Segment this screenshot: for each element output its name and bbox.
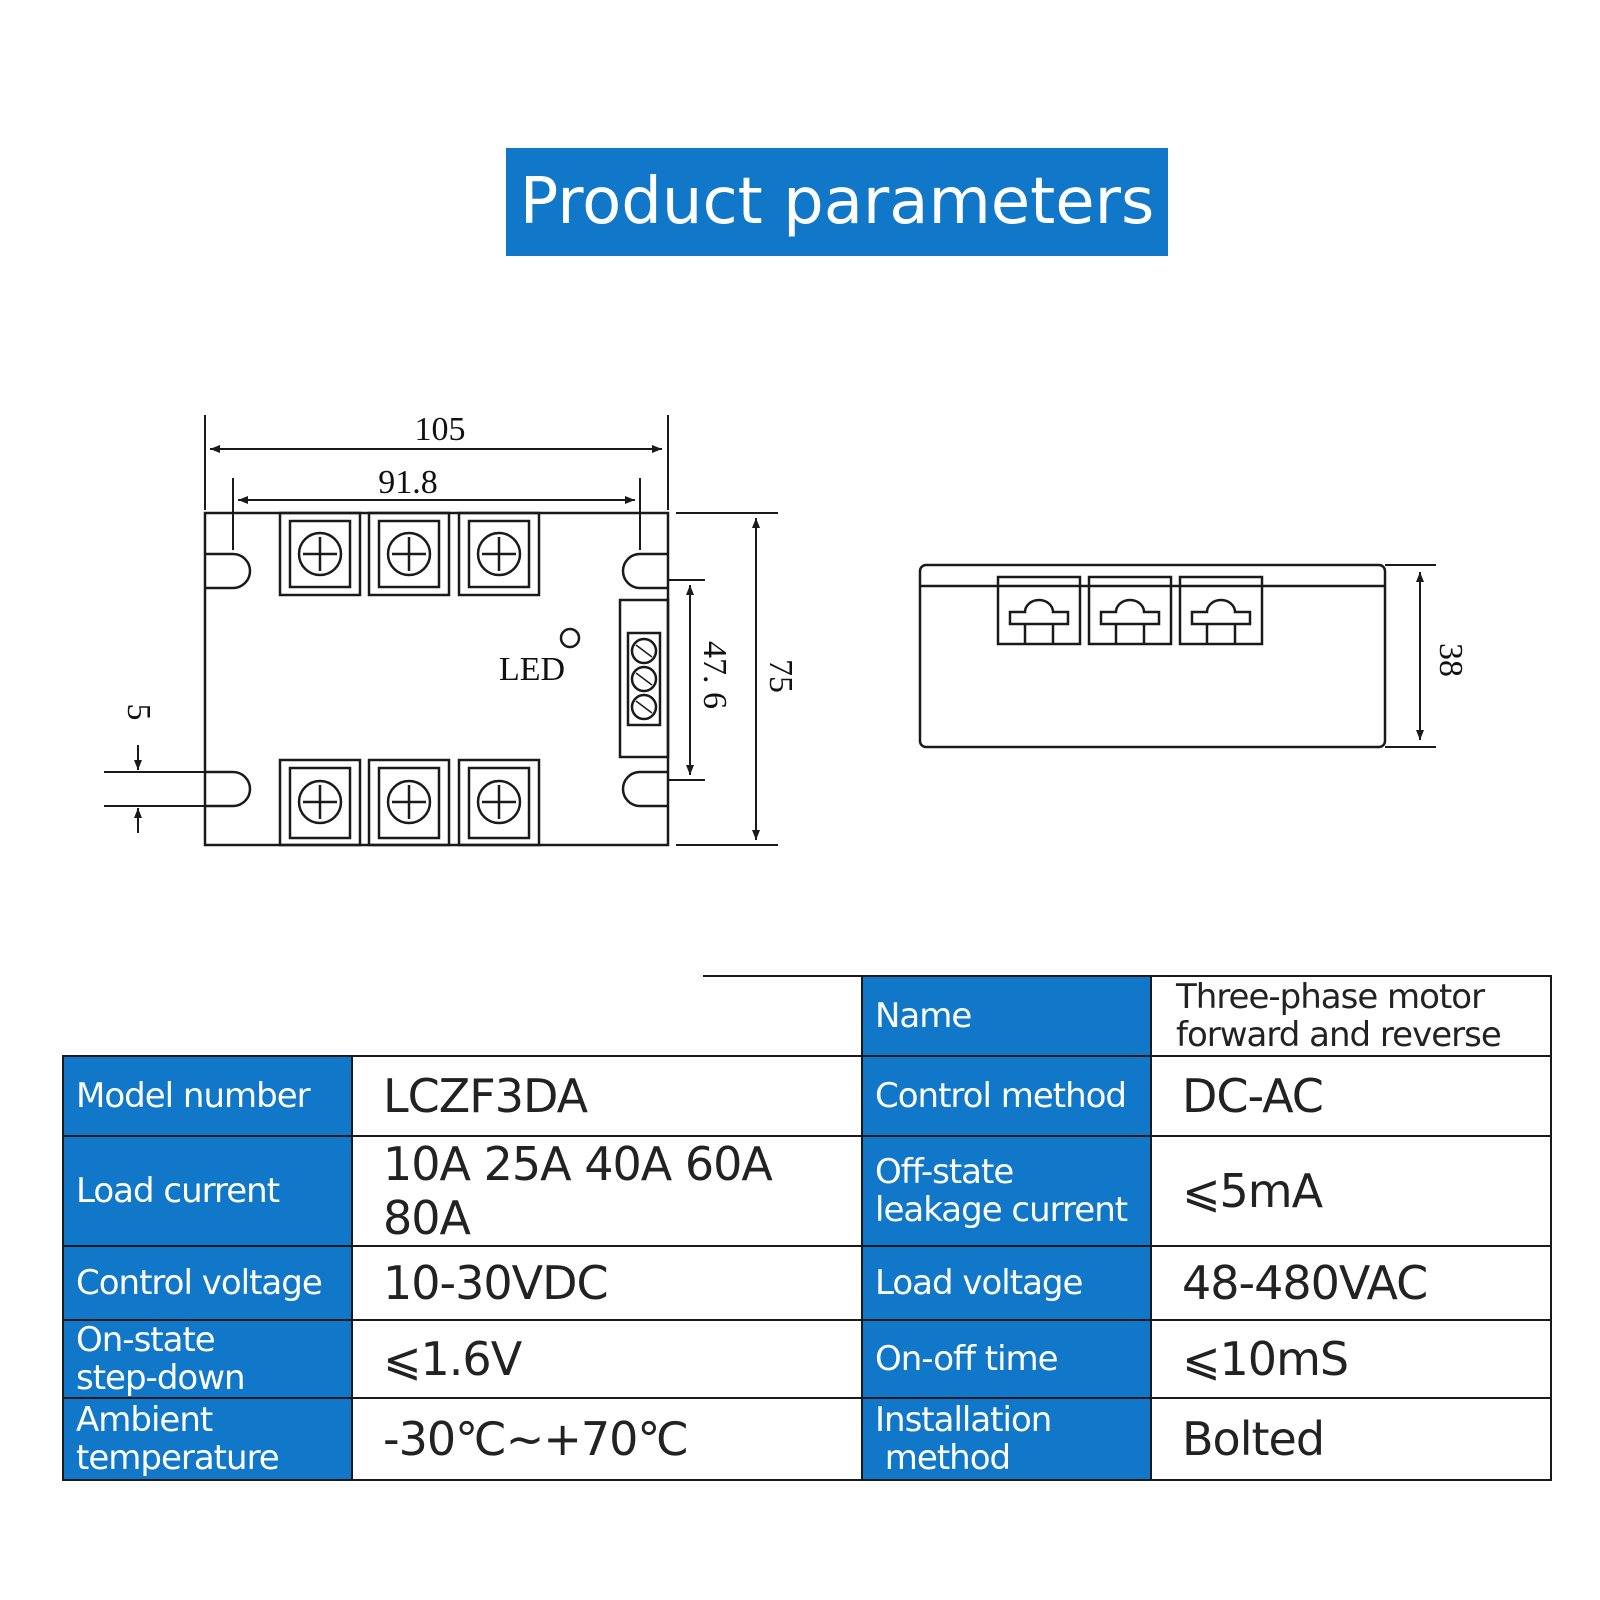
table-row: Control voltage 10-30VDC Load voltage 48… bbox=[62, 1245, 1552, 1321]
spec-value: ⩽5mA bbox=[1150, 1135, 1552, 1247]
title-banner: Product parameters bbox=[506, 148, 1168, 256]
page-title: Product parameters bbox=[519, 165, 1155, 239]
spec-key: Model number bbox=[62, 1055, 353, 1137]
dim-38: 38 bbox=[1432, 643, 1469, 677]
table-row: Load current 10A 25A 40A 60A 80A Off-sta… bbox=[62, 1135, 1552, 1247]
spec-key-name: Name bbox=[861, 975, 1152, 1057]
dim-105: 105 bbox=[415, 411, 466, 448]
side-view-dimensions bbox=[1385, 564, 1436, 748]
spec-value: 10A 25A 40A 60A 80A bbox=[351, 1135, 863, 1247]
led-label: LED bbox=[499, 651, 565, 688]
dim-75: 75 bbox=[762, 659, 799, 693]
spec-key: Load current bbox=[62, 1135, 353, 1247]
front-view bbox=[203, 511, 670, 847]
control-terminal-block bbox=[618, 598, 670, 759]
spec-value: ⩽1.6V bbox=[351, 1319, 863, 1399]
spec-key: Installation method bbox=[861, 1397, 1152, 1481]
spec-key: Control method bbox=[861, 1055, 1152, 1137]
spec-value: 48-480VAC bbox=[1150, 1245, 1552, 1321]
front-view-dimensions bbox=[104, 415, 778, 846]
spec-value: LCZF3DA bbox=[351, 1055, 863, 1137]
dim-5: 5 bbox=[120, 704, 157, 721]
led-indicator bbox=[559, 627, 581, 649]
spec-value: -30℃~+70℃ bbox=[351, 1397, 863, 1481]
dim-47-6: 47. 6 bbox=[696, 641, 733, 709]
side-view bbox=[918, 563, 1387, 749]
spec-value: DC-AC bbox=[1150, 1055, 1552, 1137]
spec-value: 10-30VDC bbox=[351, 1245, 863, 1321]
spec-key: Load voltage bbox=[861, 1245, 1152, 1321]
dim-91-8: 91.8 bbox=[378, 464, 438, 501]
spec-key: Control voltage bbox=[62, 1245, 353, 1321]
bottom-terminals bbox=[278, 758, 541, 847]
spec-key: On-off time bbox=[861, 1319, 1152, 1399]
spec-value: Bolted bbox=[1150, 1397, 1552, 1481]
table-row: Model number LCZF3DA Control method DC-A… bbox=[62, 1055, 1552, 1137]
spec-value: ⩽10mS bbox=[1150, 1319, 1552, 1399]
top-terminals bbox=[278, 511, 541, 597]
